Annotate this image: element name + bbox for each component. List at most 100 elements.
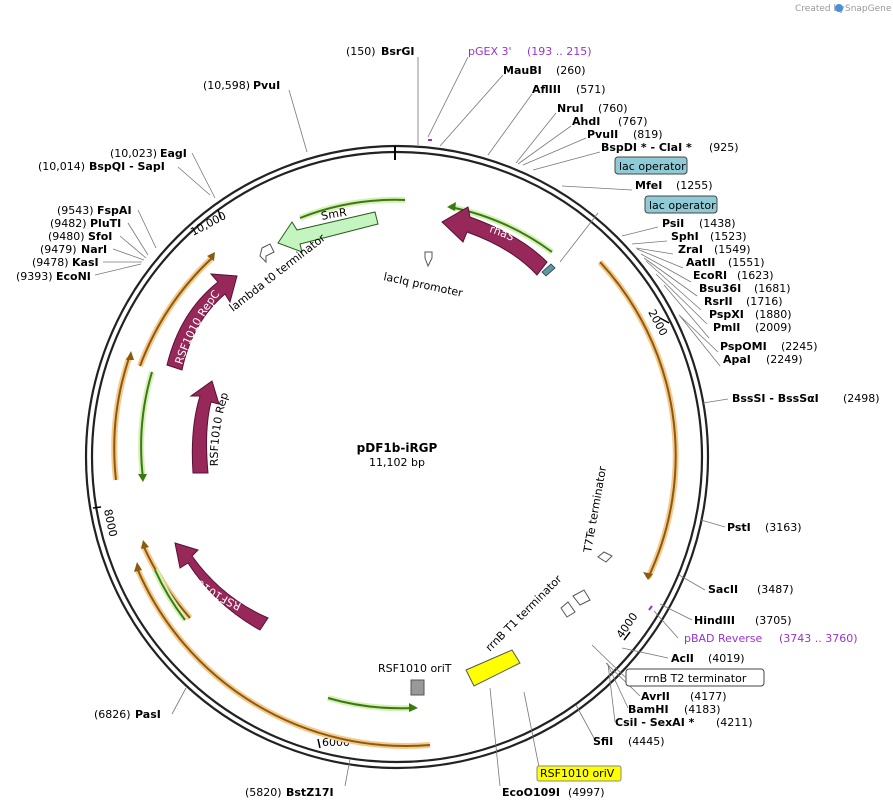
site-pasi[interactable]: (6826) PasI bbox=[94, 708, 161, 721]
site-psti[interactable]: PstI (3163) bbox=[727, 521, 802, 534]
site-maubi[interactable]: MauBI (260) bbox=[503, 64, 586, 77]
rsf1010-oriv-box[interactable]: RSF1010 oriV bbox=[536, 765, 622, 782]
site-aatii[interactable]: AatII (1551) bbox=[686, 256, 765, 269]
site-mfei[interactable]: MfeI (1255) bbox=[635, 179, 713, 192]
lac-operator-box-2[interactable]: lac operator bbox=[644, 195, 718, 214]
svg-text:PstI: PstI bbox=[727, 521, 751, 534]
repc-arrow[interactable] bbox=[166, 273, 238, 371]
leader-lines bbox=[94, 56, 729, 787]
site-nari[interactable]: (9479) NarI bbox=[40, 243, 107, 256]
lac-operator-leader bbox=[559, 212, 599, 263]
site-afliii[interactable]: AflIII (571) bbox=[532, 83, 606, 96]
svg-text:(767): (767) bbox=[618, 115, 648, 128]
site-pmli[interactable]: PmlI (2009) bbox=[713, 321, 792, 334]
svg-text:AflIII: AflIII bbox=[532, 83, 561, 96]
lac-operator-box-1[interactable]: lac operator bbox=[614, 156, 688, 175]
svg-text:(1681): (1681) bbox=[754, 282, 791, 295]
site-hindiii[interactable]: HindIII (3705) bbox=[694, 614, 792, 627]
svg-text:PspXI: PspXI bbox=[709, 308, 744, 321]
svg-text:PmlI: PmlI bbox=[713, 321, 740, 334]
site-pspomi[interactable]: PspOMI (2245) bbox=[720, 340, 818, 353]
svg-text:SphI: SphI bbox=[671, 230, 699, 243]
svg-text:BstZ17I: BstZ17I bbox=[286, 786, 334, 799]
site-sacii[interactable]: SacII (3487) bbox=[708, 583, 794, 596]
site-acli[interactable]: AclI (4019) bbox=[671, 652, 745, 665]
site-kasi[interactable]: (9478) KasI bbox=[32, 256, 99, 269]
svg-text:(2249): (2249) bbox=[766, 353, 803, 366]
site-ahdi[interactable]: AhdI (767) bbox=[572, 115, 648, 128]
svg-text:(9543): (9543) bbox=[57, 204, 94, 217]
watermark-text: Created by bbox=[795, 4, 845, 14]
smr-feature[interactable]: SmR bbox=[277, 206, 379, 253]
svg-text:SfoI: SfoI bbox=[88, 230, 112, 243]
repb-arrow[interactable] bbox=[174, 542, 269, 631]
site-bstz17i[interactable]: (5820) BstZ17I bbox=[245, 786, 334, 799]
tick-8000 bbox=[92, 506, 102, 509]
site-bsssi[interactable]: BssSI - BssSαI (2498) bbox=[732, 392, 880, 405]
svg-text:BssSI - BssSαI: BssSI - BssSαI bbox=[732, 392, 819, 405]
svg-text:(4019): (4019) bbox=[708, 652, 745, 665]
site-pvuii[interactable]: PvuII (819) bbox=[587, 128, 663, 141]
repa-arrow[interactable] bbox=[189, 380, 220, 474]
site-bsrgi[interactable]: (150) BsrGI bbox=[346, 45, 414, 58]
tick-4000 bbox=[623, 631, 631, 641]
site-sphi[interactable]: SphI (1523) bbox=[671, 230, 747, 243]
svg-text:(10,023): (10,023) bbox=[110, 147, 157, 160]
smr-arrow[interactable] bbox=[277, 211, 379, 253]
site-apai[interactable]: ApaI (2249) bbox=[723, 353, 803, 366]
svg-text:(1716): (1716) bbox=[746, 295, 783, 308]
svg-text:(150): (150) bbox=[346, 45, 376, 58]
primer-pbad-reverse[interactable]: pBAD Reverse (3743 .. 3760) bbox=[684, 632, 858, 645]
site-rsrii[interactable]: RsrII (1716) bbox=[704, 295, 783, 308]
site-bspqi[interactable]: (10,014) BspQI - SapI bbox=[38, 160, 165, 173]
rrnb-t2-box[interactable]: rrnB T2 terminator bbox=[625, 668, 765, 687]
svg-text:HindIII: HindIII bbox=[694, 614, 735, 627]
repb-feature[interactable]: RSF1010 RepB bbox=[0, 0, 269, 631]
site-psii[interactable]: PsiI (1438) bbox=[662, 217, 736, 230]
orf-arc-ll1-head bbox=[141, 540, 149, 549]
watermark: Created by SnapGene bbox=[795, 4, 892, 14]
site-zrai[interactable]: ZraI (1549) bbox=[678, 243, 751, 256]
repc-feature[interactable]: RSF1010 RepC bbox=[166, 273, 238, 371]
orf-arc-ul-head bbox=[207, 252, 215, 261]
rrnb-t1-bar[interactable] bbox=[465, 649, 521, 687]
site-ecoo109i[interactable]: EcoO109I (4997) bbox=[502, 786, 605, 799]
green-arcs bbox=[138, 196, 554, 712]
site-pspxi[interactable]: PspXI (1880) bbox=[709, 308, 792, 321]
site-bspdi[interactable]: BspDI * - ClaI * (925) bbox=[601, 141, 739, 154]
svg-text:(760): (760) bbox=[598, 102, 628, 115]
rhas-arrow[interactable] bbox=[441, 206, 548, 276]
svg-text:BsrGI: BsrGI bbox=[381, 45, 414, 58]
pbad-mark bbox=[648, 605, 653, 611]
site-csii[interactable]: CsiI - SexAI * (4211) bbox=[615, 716, 753, 729]
site-eagi[interactable]: (10,023) EagI bbox=[110, 147, 187, 160]
svg-text:(4211): (4211) bbox=[716, 716, 753, 729]
site-pluti[interactable]: (9482) PluTI bbox=[50, 217, 121, 230]
green-arc-left-head bbox=[138, 474, 147, 482]
site-bsu36i[interactable]: Bsu36I (1681) bbox=[699, 282, 791, 295]
site-ecori[interactable]: EcoRI (1623) bbox=[693, 269, 774, 282]
svg-text:KasI: KasI bbox=[72, 256, 99, 269]
site-bamhi[interactable]: BamHI (4183) bbox=[628, 703, 721, 716]
svg-text:(4183): (4183) bbox=[684, 703, 721, 716]
site-pvui[interactable]: (10,598) PvuI bbox=[203, 79, 280, 92]
svg-text:(2498): (2498) bbox=[843, 392, 880, 405]
svg-text:RSF1010 oriV: RSF1010 oriV bbox=[540, 767, 615, 780]
site-econi[interactable]: (9393) EcoNI bbox=[16, 270, 91, 283]
svg-text:PvuII: PvuII bbox=[587, 128, 618, 141]
svg-text:(5820): (5820) bbox=[245, 786, 282, 799]
svg-text:(1255): (1255) bbox=[676, 179, 713, 192]
svg-text:EcoNI: EcoNI bbox=[56, 270, 91, 283]
site-sfoi[interactable]: (9480) SfoI bbox=[48, 230, 112, 243]
site-sfii[interactable]: SfiI (4445) bbox=[593, 735, 665, 748]
svg-text:(9482): (9482) bbox=[50, 217, 87, 230]
site-fspai[interactable]: (9543) FspAI bbox=[57, 204, 132, 217]
svg-text:(1549): (1549) bbox=[714, 243, 751, 256]
site-nrui[interactable]: NruI (760) bbox=[557, 102, 628, 115]
svg-text:pBAD Reverse: pBAD Reverse bbox=[684, 632, 762, 645]
svg-text:(9393): (9393) bbox=[16, 270, 53, 283]
primer-pgex3[interactable]: pGEX 3' (193 .. 215) bbox=[468, 45, 592, 58]
site-avrii[interactable]: AvrII (4177) bbox=[641, 690, 727, 703]
orit-box[interactable] bbox=[410, 679, 425, 696]
svg-text:EagI: EagI bbox=[160, 147, 187, 160]
